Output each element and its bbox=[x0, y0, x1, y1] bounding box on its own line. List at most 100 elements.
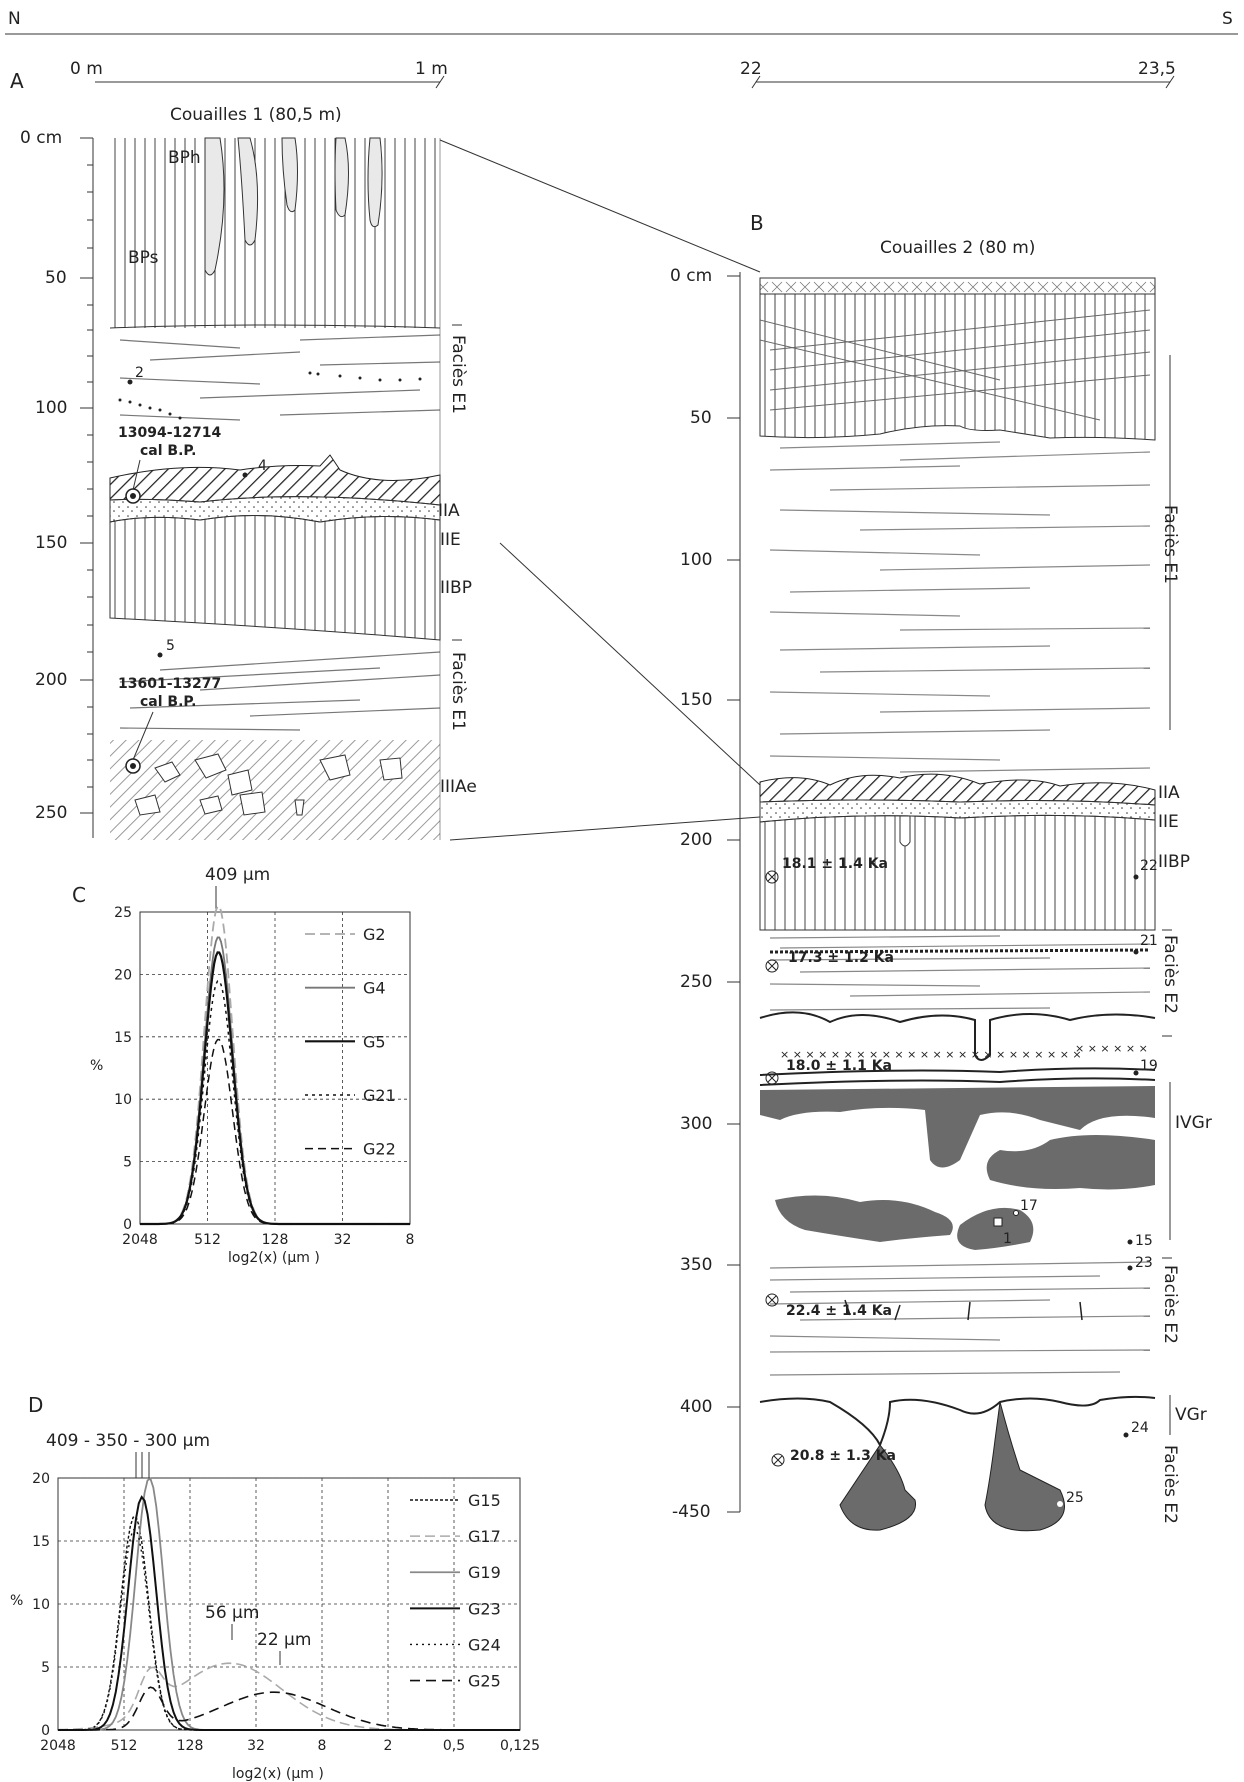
date1-line2: cal B.P. bbox=[140, 443, 196, 459]
chart-c-curves bbox=[140, 905, 410, 1226]
panel-a-title: Couailles 1 (80,5 m) bbox=[170, 105, 342, 125]
depth-b-50: 50 bbox=[690, 408, 712, 428]
panel-b-title: Couailles 2 (80 m) bbox=[880, 238, 1035, 258]
layer-label-bps: BPs bbox=[128, 248, 159, 268]
oblique-laminae-b bbox=[759, 309, 1151, 421]
x-tick-label: 128 bbox=[177, 1738, 204, 1754]
column-a bbox=[109, 137, 441, 840]
ivgr-gravel bbox=[760, 1086, 1155, 1250]
y-tick-label: 20 bbox=[32, 1471, 50, 1487]
x-tick-label: 0,5 bbox=[443, 1738, 465, 1754]
chart-d-annotation-22: 22 µm bbox=[257, 1630, 311, 1650]
legend-label-g5: G5 bbox=[363, 1032, 386, 1051]
sample-marker bbox=[242, 472, 248, 478]
osl-date-text-5: 20.8 ± 1.3 Ka bbox=[790, 1448, 896, 1464]
facies-e2-laminae-1 bbox=[769, 935, 1151, 1011]
depth-b-100: 100 bbox=[680, 550, 712, 570]
scale-a-end: 1 m bbox=[415, 59, 448, 79]
depth-a-0: 0 cm bbox=[20, 128, 62, 148]
facies-e1-laminae-upper bbox=[119, 334, 441, 421]
date1-line1: 13094-12714 bbox=[118, 425, 221, 441]
facies-e2-laminae-2 bbox=[769, 1261, 1151, 1376]
south-label: S bbox=[1222, 9, 1233, 29]
depth-b-400: 400 bbox=[680, 1397, 712, 1417]
svg-text:× × × × × × × × × × × × × × ×: × × × × × × × × × × × × × × × × × × × × … bbox=[780, 1048, 1082, 1061]
depth-a-100: 100 bbox=[35, 398, 67, 418]
osl-date-1: 18.1 ± 1.4 Ka bbox=[765, 856, 888, 884]
depth-a-50: 50 bbox=[45, 268, 67, 288]
x-tick-label: 8 bbox=[406, 1232, 415, 1248]
depth-b-150: 150 bbox=[680, 690, 712, 710]
scale-b-start: 22 bbox=[740, 59, 762, 79]
x-tick-label: 512 bbox=[194, 1232, 221, 1248]
legend-label-g24: G24 bbox=[468, 1635, 501, 1654]
correlation-lines bbox=[439, 139, 761, 841]
sample-marker bbox=[127, 379, 133, 385]
osl-date-3: 18.0 ± 1.1 Ka bbox=[765, 1058, 892, 1085]
legend-label-g23: G23 bbox=[468, 1599, 501, 1618]
osl-date-text-3: 18.0 ± 1.1 Ka bbox=[786, 1058, 892, 1074]
sample-marker-17 bbox=[1013, 1210, 1019, 1216]
depth-b-350: 350 bbox=[680, 1255, 712, 1275]
x-tick-label: 8 bbox=[318, 1738, 327, 1754]
radiocarbon-date-2: 13601-13277 cal B.P. bbox=[118, 676, 221, 774]
facies-brackets-b bbox=[1162, 355, 1172, 1435]
layer-label-iia-b: IIA bbox=[1158, 783, 1180, 803]
legend-label-g19: G19 bbox=[468, 1563, 501, 1582]
sample-marker-25 bbox=[1057, 1501, 1063, 1507]
facies-label-a-lower: Faciès E1 bbox=[448, 652, 468, 731]
chart-d-xlabel: log2(x) (µm ) bbox=[232, 1766, 324, 1782]
depth-b-0: 0 cm bbox=[670, 266, 712, 286]
curve-g22 bbox=[140, 1038, 410, 1225]
depth-axis-a: 0 cm 50 100 150 200 250 bbox=[20, 128, 94, 838]
osl-date-4: 22.4 ± 1.4 Ka bbox=[765, 1293, 892, 1319]
svg-text:× × × × × ×: × × × × × × bbox=[1075, 1042, 1148, 1055]
chart-d: D 409 - 350 - 300 µm G15G17G19G23G24G25 … bbox=[10, 1393, 540, 1782]
layer-label-iia-a: IIA bbox=[438, 501, 460, 521]
osl-date-text-4: 22.4 ± 1.4 Ka bbox=[786, 1303, 892, 1319]
vgr-pocket-left bbox=[839, 1444, 917, 1531]
curve-g17 bbox=[57, 1662, 520, 1731]
sample-label-24: 24 bbox=[1131, 1420, 1149, 1436]
curve-g25 bbox=[58, 1686, 520, 1731]
layer-label-iiiae: IIIAe bbox=[440, 777, 477, 797]
panel-a-letter: A bbox=[10, 69, 24, 93]
depth-b-200: 200 bbox=[680, 830, 712, 850]
depth-b-300: 300 bbox=[680, 1114, 712, 1134]
layer-label-iibp-a: IIBP bbox=[440, 578, 472, 598]
osl-date-text-1: 18.1 ± 1.4 Ka bbox=[782, 856, 888, 872]
layer-label-ivgr: IVGr bbox=[1175, 1113, 1212, 1133]
chart-c-letter: C bbox=[72, 883, 86, 907]
panel-b-letter: B bbox=[750, 211, 764, 235]
x-tick-label: 2048 bbox=[122, 1232, 158, 1248]
y-tick-label: 25 bbox=[114, 905, 132, 921]
chart-c-peak-label: 409 µm bbox=[205, 865, 270, 885]
y-tick-label: 15 bbox=[32, 1534, 50, 1550]
crossed-line-b: × × × × × × × × × × × × × × × × × × × × … bbox=[780, 1042, 1148, 1061]
x-tick-label: 2 bbox=[384, 1738, 393, 1754]
legend-label-g2: G2 bbox=[363, 925, 386, 944]
x-tick-label: 128 bbox=[262, 1232, 289, 1248]
vgr-pocket-right bbox=[984, 1401, 1065, 1532]
osl-marker-icon bbox=[765, 870, 779, 884]
legend-label-g4: G4 bbox=[363, 979, 386, 998]
facies-e1-laminae-b bbox=[769, 441, 1151, 773]
chart-d-peak-label: 409 - 350 - 300 µm bbox=[46, 1431, 210, 1451]
sample-label-4: 4 bbox=[258, 458, 267, 474]
layer-label-iie-b: IIE bbox=[1158, 812, 1179, 832]
sample-markers-b bbox=[1123, 874, 1139, 1438]
y-tick-label: 10 bbox=[114, 1092, 132, 1108]
sample-marker bbox=[157, 652, 163, 658]
legend-label-g25: G25 bbox=[468, 1672, 501, 1691]
north-label: N bbox=[8, 9, 21, 29]
y-tick-label: 20 bbox=[114, 967, 132, 983]
cracks-b bbox=[844, 1299, 1083, 1321]
sample-label-15: 15 bbox=[1135, 1233, 1153, 1249]
grain-dots-a bbox=[118, 371, 422, 420]
x-tick-label: 512 bbox=[111, 1738, 138, 1754]
